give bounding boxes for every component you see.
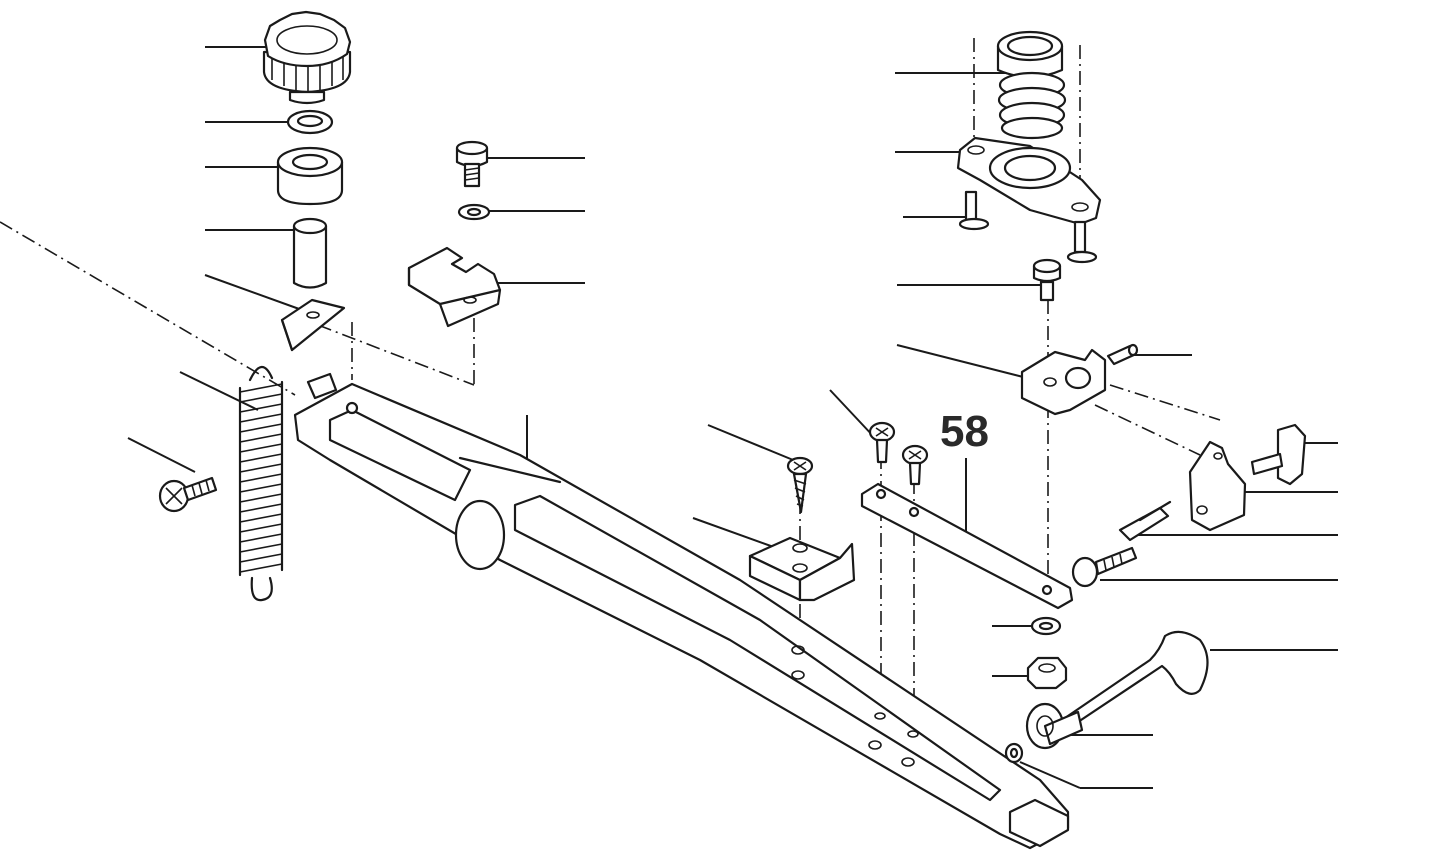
- hex-bolt: [1071, 546, 1138, 588]
- wire-spring: [1063, 630, 1209, 728]
- e-clip: [1004, 742, 1024, 764]
- roll-pin: [1106, 343, 1139, 366]
- clevis-pin: [1025, 702, 1084, 750]
- split-washer: [1030, 616, 1062, 636]
- phillips-screw-2: [901, 444, 929, 486]
- flange-screw-right: [1066, 220, 1098, 264]
- pan-head-screw-left: [158, 476, 218, 513]
- flange-plate: [956, 136, 1102, 226]
- cylindrical-pin: [292, 217, 328, 289]
- small-washer: [457, 203, 491, 221]
- spring-bushing: [996, 30, 1067, 140]
- flat-link-bar: [860, 482, 1074, 610]
- part-number-label: 58: [940, 407, 989, 456]
- knurled-knob: [262, 10, 352, 105]
- tension-spring: [238, 365, 284, 602]
- washer-ring: [286, 109, 334, 135]
- lever-arm: [293, 372, 1070, 850]
- clamp-block: [1188, 440, 1247, 532]
- angle-bracket: [748, 536, 856, 602]
- u-clip-bracket: [407, 246, 502, 328]
- bushing: [276, 146, 344, 206]
- hex-nut: [1026, 656, 1068, 690]
- flange-screw-left: [958, 190, 990, 231]
- phillips-screw-1: [868, 421, 896, 464]
- thumb-screw: [1250, 423, 1307, 486]
- socket-cap-screw: [1032, 258, 1062, 302]
- wood-screw: [786, 456, 814, 514]
- spring-clip: [1118, 500, 1172, 542]
- wedge-block: [280, 298, 346, 352]
- cap-screw: [455, 140, 489, 188]
- pivot-block: [1020, 348, 1107, 416]
